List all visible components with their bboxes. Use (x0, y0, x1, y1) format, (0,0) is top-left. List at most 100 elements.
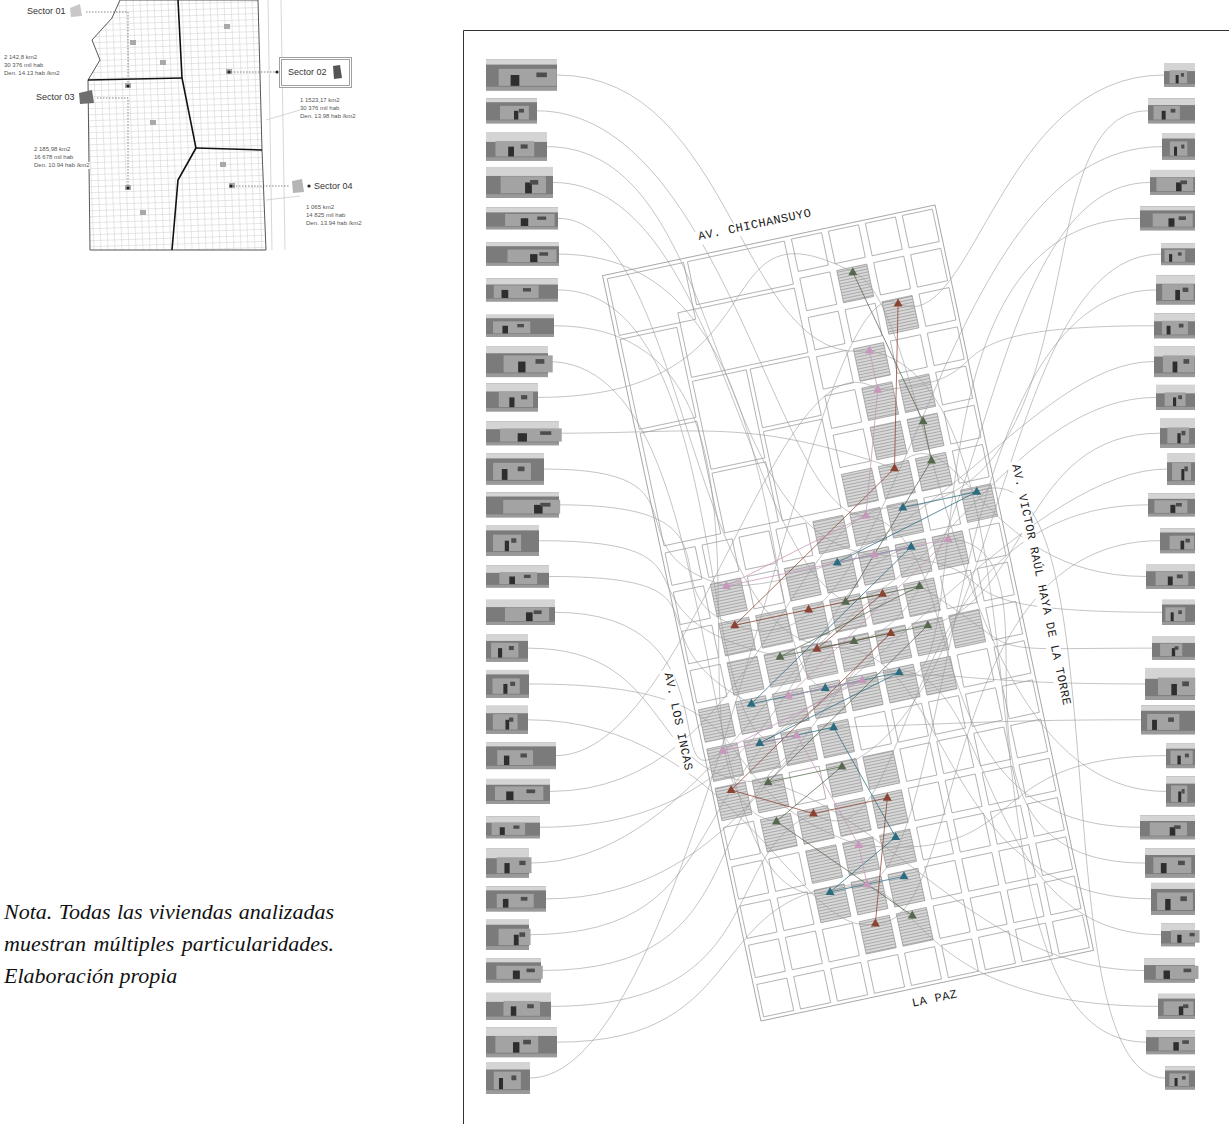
house-photo (1145, 849, 1195, 878)
house-marker (865, 346, 874, 354)
house-photo (486, 1027, 557, 1057)
stat-text: Den. 13.98 hab /km2 (300, 113, 356, 120)
house-marker (870, 550, 879, 558)
house-photo (1160, 528, 1195, 553)
house-photo (1165, 1067, 1195, 1090)
house-photo (486, 60, 557, 91)
house-marker (927, 455, 936, 463)
house-marker (972, 487, 981, 495)
leader-line (233, 186, 289, 187)
stat-text: 2 142,8 km2 (4, 54, 37, 61)
house-photo (1145, 668, 1195, 700)
stat-text: 30 376 mil hab (4, 62, 43, 69)
caption-note: Nota. Todas las viviendas analizadas mue… (4, 896, 334, 992)
house-photo (486, 706, 528, 734)
street-grid (603, 205, 1094, 1021)
house-marker (898, 503, 907, 511)
house-photo (486, 421, 562, 445)
house-marker (837, 761, 846, 769)
leader-line (97, 98, 128, 186)
house-marker (821, 683, 830, 691)
house-marker (923, 620, 932, 628)
house-marker (908, 911, 917, 919)
house-photo (486, 670, 529, 698)
house-photo (486, 993, 551, 1020)
house-marker (776, 652, 785, 660)
house-photo (1166, 743, 1195, 768)
house-photos (486, 60, 1200, 1095)
house-marker (878, 589, 887, 597)
sector-label: Sector 02 (288, 67, 327, 77)
street-name: AV. VICTOR RAÚL HAYA DE LA TORRE (1007, 460, 1073, 710)
house-photo (486, 526, 539, 556)
house-photo (1144, 959, 1198, 983)
house-marker (747, 699, 756, 707)
house-marker (833, 557, 842, 565)
sector-label: Sector 01 (27, 6, 66, 16)
stat-text: 1 065 km2 (306, 204, 334, 211)
house-photo (486, 346, 553, 377)
house-photo (1146, 1030, 1195, 1054)
house-photo (1166, 776, 1195, 806)
house-photo (486, 635, 528, 662)
house-marker (841, 597, 850, 605)
house-photo (486, 315, 554, 337)
house-photo (486, 849, 531, 878)
house-photo (1162, 134, 1195, 160)
house-photo (1161, 923, 1200, 946)
house-marker (755, 738, 764, 746)
house-photo (486, 1062, 530, 1094)
house-photo (1156, 385, 1195, 410)
house-photo (1156, 275, 1195, 304)
house-marker (861, 510, 870, 518)
house-photo (486, 133, 547, 161)
stat-text: 14 825 mil hab (306, 212, 345, 219)
house-photo (1164, 63, 1195, 87)
house-marker (854, 840, 863, 848)
house-photo (1154, 313, 1195, 338)
street-name: LA PAZ (908, 988, 962, 1012)
house-photo (486, 959, 543, 983)
house-photo (1161, 243, 1195, 265)
house-marker (722, 581, 731, 589)
house-marker (848, 267, 857, 275)
house-marker (886, 628, 895, 636)
stat-text: 2 185,98 km2 (34, 146, 70, 153)
house-marker (883, 793, 892, 801)
house-marker (849, 636, 858, 644)
sector-label: Sector 03 (36, 92, 75, 102)
house-marker (727, 785, 736, 793)
house-marker (894, 299, 903, 307)
house-marker (871, 918, 880, 926)
house-marker (812, 644, 821, 652)
house-photo (1162, 600, 1195, 625)
house-photo (1140, 815, 1195, 839)
house-photo (486, 600, 555, 625)
house-marker (944, 534, 953, 542)
house-marker (895, 667, 904, 675)
house-photo (1140, 206, 1195, 230)
house-marker (809, 809, 818, 817)
stat-text: 30 376 mil hab (300, 105, 339, 112)
route-lines (723, 272, 977, 923)
sector-icon (70, 4, 82, 17)
house-photo (486, 167, 553, 198)
house-photo (1151, 883, 1195, 915)
house-marker (792, 730, 801, 738)
house-marker (826, 887, 835, 895)
house-marker (915, 581, 924, 589)
sector-label: Sector 04 (314, 181, 353, 191)
house-marker (907, 542, 916, 550)
frame-border (464, 31, 1229, 1124)
house-marker (873, 385, 882, 393)
house-photo (486, 383, 538, 411)
house-marker (764, 777, 773, 785)
house-photo (486, 492, 560, 517)
sector-icon (79, 90, 94, 104)
house-photo (1141, 705, 1195, 734)
house-photo (486, 779, 550, 804)
sector-box: Sector 02 (279, 57, 352, 88)
house-photo (486, 207, 558, 229)
house-photo (486, 920, 531, 950)
house-marker (919, 416, 928, 424)
